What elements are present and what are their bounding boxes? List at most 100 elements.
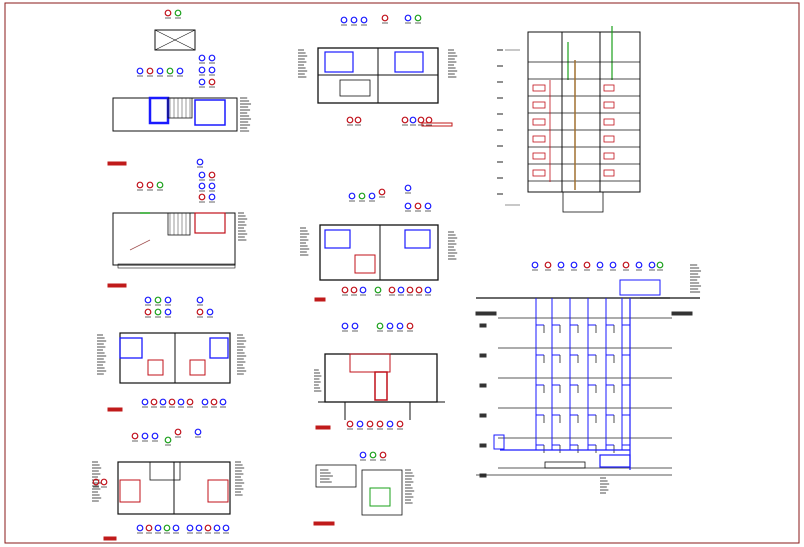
tag-marker <box>635 261 643 269</box>
tag-marker <box>409 116 417 124</box>
tag-marker <box>213 524 221 532</box>
tag-marker <box>415 286 423 294</box>
tag-marker <box>341 322 349 330</box>
tag-marker <box>222 524 230 532</box>
detail-box <box>361 469 403 516</box>
fixture-elevation <box>532 152 546 160</box>
fixture-zone <box>324 229 351 249</box>
tag-marker <box>198 182 206 190</box>
floor-plan-column-left <box>92 9 252 541</box>
tag-marker <box>656 261 664 269</box>
fixture-elevation <box>532 169 546 177</box>
tag-marker <box>414 202 422 210</box>
tag-marker <box>186 398 194 406</box>
tag-marker <box>172 524 180 532</box>
tag-marker <box>198 171 206 179</box>
tag-marker <box>348 192 356 200</box>
fixture-elevation <box>532 135 546 143</box>
roof-hatch <box>154 29 196 51</box>
tag-marker <box>174 428 182 436</box>
tag-marker <box>156 181 164 189</box>
level-label <box>479 473 487 478</box>
tag-marker <box>198 54 206 62</box>
tag-marker <box>159 398 167 406</box>
tag-marker <box>360 16 368 24</box>
tag-marker <box>404 202 412 210</box>
tag-marker <box>583 261 591 269</box>
tag-marker <box>194 428 202 436</box>
tag-marker <box>531 261 539 269</box>
tag-marker <box>177 398 185 406</box>
tag-marker <box>404 14 412 22</box>
title-stamp <box>314 297 326 302</box>
tag-marker <box>146 67 154 75</box>
tag-marker <box>198 78 206 86</box>
tag-marker <box>204 524 212 532</box>
level-tag <box>671 311 693 316</box>
unit-fixture <box>119 479 141 503</box>
fixture-zone <box>354 254 376 274</box>
tag-marker <box>388 286 396 294</box>
fixture-elevation <box>603 101 615 109</box>
tag-marker <box>406 322 414 330</box>
tag-marker <box>136 181 144 189</box>
tag-marker <box>141 398 149 406</box>
header-box <box>619 279 661 296</box>
tag-marker <box>208 66 216 74</box>
tag-marker <box>396 322 404 330</box>
level-label <box>479 353 487 358</box>
tag-marker <box>136 67 144 75</box>
tag-marker <box>92 478 100 486</box>
unit-fixture <box>209 337 229 359</box>
tag-marker <box>381 14 389 22</box>
tag-marker <box>417 116 425 124</box>
fixture-elevation <box>532 84 546 92</box>
tag-marker <box>154 296 162 304</box>
tag-marker <box>136 524 144 532</box>
tag-marker <box>198 193 206 201</box>
fixture-elevation <box>603 152 615 160</box>
unit-fixture <box>189 359 206 376</box>
foundation <box>562 191 604 213</box>
tank <box>599 454 631 468</box>
riser-shaft <box>374 371 388 401</box>
tag-marker <box>358 192 366 200</box>
tag-marker <box>359 286 367 294</box>
fixture-elevation <box>603 118 615 126</box>
tag-marker <box>164 308 172 316</box>
tag-marker <box>386 322 394 330</box>
tag-marker <box>378 188 386 196</box>
title-stamp <box>107 407 123 412</box>
tag-marker <box>141 432 149 440</box>
tag-marker <box>154 308 162 316</box>
tag-marker <box>208 193 216 201</box>
tag-marker <box>396 420 404 428</box>
tag-marker <box>210 398 218 406</box>
tag-marker <box>404 184 412 192</box>
tag-marker <box>144 308 152 316</box>
tag-marker <box>354 116 362 124</box>
tag-marker <box>648 261 656 269</box>
tag-marker <box>397 286 405 294</box>
tag-marker <box>346 420 354 428</box>
tag-marker <box>406 286 414 294</box>
fixture-zone <box>404 229 431 249</box>
level-label <box>479 383 487 388</box>
tag-marker <box>341 286 349 294</box>
tag-marker <box>369 451 377 459</box>
tag-marker <box>340 16 348 24</box>
title-stamp <box>421 122 453 127</box>
tag-marker <box>544 261 552 269</box>
tag-marker <box>359 451 367 459</box>
tag-marker <box>201 398 209 406</box>
tag-marker <box>596 261 604 269</box>
stair-block <box>149 461 181 481</box>
tag-marker <box>374 286 382 294</box>
fixture-elevation <box>532 101 546 109</box>
tag-marker <box>196 158 204 166</box>
title-stamp <box>103 536 117 541</box>
pipe-line <box>129 239 151 251</box>
fixture-zone <box>194 212 226 234</box>
note-box <box>544 461 586 469</box>
tag-marker <box>424 286 432 294</box>
